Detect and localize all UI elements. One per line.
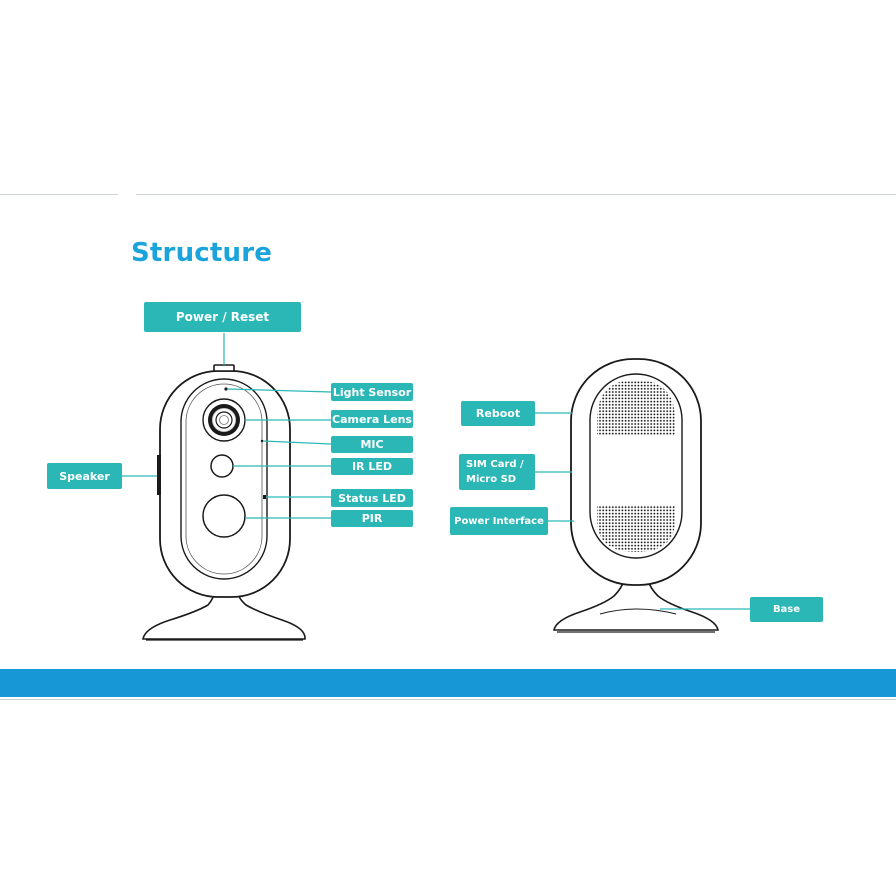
label-sim-card: SIM Card / Micro SD bbox=[459, 454, 535, 490]
label-speaker: Speaker bbox=[47, 463, 122, 489]
back-camera bbox=[553, 358, 719, 633]
label-base: Base bbox=[750, 597, 823, 622]
speaker-grille bbox=[157, 455, 161, 495]
front-body-inner bbox=[180, 378, 268, 580]
bottom-rule bbox=[0, 699, 896, 700]
label-camera-lens: Camera Lens bbox=[331, 410, 413, 428]
bottom-accent-bar bbox=[0, 669, 896, 697]
light-sensor-dot bbox=[224, 387, 228, 391]
top-rule-left bbox=[0, 194, 118, 195]
top-rule-right bbox=[136, 194, 896, 195]
label-sim-card-line2: Micro SD bbox=[466, 474, 517, 485]
label-power-reset: Power / Reset bbox=[144, 302, 301, 332]
mic-hole bbox=[260, 439, 264, 443]
status-led bbox=[263, 495, 266, 499]
back-leader-lines bbox=[535, 412, 750, 610]
label-mic: MIC bbox=[331, 436, 413, 453]
front-camera bbox=[142, 364, 306, 641]
back-speaker-grille-top bbox=[597, 380, 675, 436]
page-title: Structure bbox=[131, 238, 273, 268]
power-reset-button bbox=[213, 364, 235, 372]
label-sim-card-line1: SIM Card / bbox=[466, 459, 524, 470]
pir-sensor bbox=[202, 494, 246, 538]
back-speaker-grille-bottom bbox=[597, 505, 675, 552]
camera-lens-glass bbox=[215, 411, 233, 429]
front-leader-lines bbox=[122, 333, 332, 519]
back-base bbox=[553, 579, 719, 631]
label-status-led: Status LED bbox=[331, 489, 413, 507]
label-light-sensor: Light Sensor bbox=[331, 383, 413, 401]
back-body-inner bbox=[589, 373, 683, 559]
label-pir: PIR bbox=[331, 510, 413, 527]
label-ir-led: IR LED bbox=[331, 458, 413, 475]
label-reboot: Reboot bbox=[461, 401, 535, 426]
label-power-interface: Power Interface bbox=[450, 507, 548, 535]
front-base bbox=[142, 591, 306, 640]
